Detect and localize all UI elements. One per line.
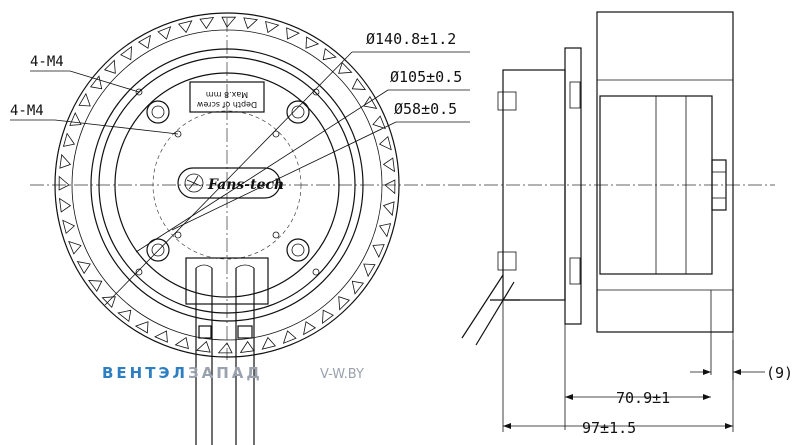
watermark-brand: ВЕНТЭЛЗАПАД: [102, 364, 263, 382]
watermark-brand-part1: ВЕНТЭЛ: [102, 364, 188, 382]
impeller-blade-mark: [87, 280, 103, 292]
fanstech-logo: Fans-tech: [177, 167, 284, 199]
flange-bolt-top: [569, 81, 581, 109]
hub-flange-inner-circle: [98, 56, 356, 314]
mounting-boss-bottom-left: [146, 238, 170, 262]
impeller-blade-mark: [282, 330, 297, 344]
impeller-blade-mark: [174, 336, 189, 350]
impeller-blade-mark: [117, 309, 132, 323]
impeller-blade-mark: [372, 115, 386, 130]
hole-label-leaders: [10, 70, 179, 135]
watermark: ВЕНТЭЛЗАПАД V-W.BY: [102, 364, 364, 382]
impeller-blade-mark: [322, 309, 334, 325]
mounting-boss-top-left: [146, 100, 170, 124]
cable-outlet: [185, 257, 269, 445]
impeller-blade-mark: [62, 219, 76, 235]
impeller-blade-mark: [195, 340, 211, 353]
cable-tie-right: [237, 325, 253, 339]
impeller-blade-mark: [103, 59, 116, 74]
impeller-blade-mark: [286, 27, 300, 40]
impeller-blade-mark: [137, 34, 151, 49]
impeller-blade-mark: [372, 244, 385, 258]
impeller-blade-mark: [351, 78, 367, 90]
impeller-blade-mark: [120, 45, 132, 61]
mounting-boss-bottom-right: [286, 238, 310, 262]
diameter-leaders: [104, 51, 470, 306]
impeller-blade-mark: [261, 336, 277, 350]
fan-logo-icon: [184, 173, 204, 193]
impeller-blade-mark: [338, 296, 351, 311]
label-holes-inner: 4-M4: [10, 103, 44, 119]
mounting-boss-top-right: [286, 100, 310, 124]
impeller-blade-mark: [76, 261, 91, 275]
impeller-blade-mark: [303, 321, 317, 336]
logo-text: Fans-tech: [207, 177, 284, 193]
cable-exit: [461, 274, 520, 346]
impeller-outer-ring: [54, 12, 400, 358]
dim-outer-diameter: Ø140.8±1.2: [366, 30, 456, 48]
side-dimensions: [502, 290, 765, 432]
impeller-blade-mark: [265, 20, 280, 34]
housing-clip-top: [497, 91, 517, 111]
dim-middle-diameter: Ø105±0.5: [390, 68, 462, 86]
motor-housing-circle: [114, 72, 340, 298]
impeller-blade-mark: [68, 240, 82, 255]
screw-depth-sticker: Depth of screw Max.8 mm: [189, 81, 265, 113]
sticker-line1: Depth of screw: [196, 100, 257, 109]
impeller-blade-mark: [338, 61, 353, 74]
impeller-blade-mark: [199, 16, 215, 30]
impeller-blade-mark: [351, 280, 365, 295]
flange-bolt-bottom: [569, 257, 581, 285]
bolt-pitch-circle: [152, 110, 302, 260]
impeller-blade-mark: [134, 321, 149, 334]
impeller-blade-mark: [69, 112, 82, 126]
impeller-blade-mark: [221, 16, 237, 28]
front-view: Depth of screw Max.8 mm Fans-tech 4-M4: [10, 12, 470, 445]
impeller-blade-ring: [71, 29, 383, 341]
impeller-blade-mark: [384, 179, 396, 195]
impeller-blade-mark: [58, 175, 70, 191]
label-holes-outer: 4-M4: [30, 54, 64, 70]
impeller-blade-mark: [363, 263, 376, 278]
watermark-site: V-W.BY: [320, 367, 364, 382]
side-view: (9) 70.9±1 97±1.5: [461, 11, 793, 437]
impeller-blade-mark: [62, 132, 76, 147]
impeller-blade-mark: [78, 92, 91, 107]
dim-total-length: 97±1.5: [582, 419, 636, 437]
housing-clip-bottom: [497, 251, 517, 271]
impeller-blade-mark: [363, 95, 378, 109]
impeller-body: [596, 11, 734, 333]
impeller-blade-mark: [157, 26, 172, 40]
impeller-blade-mark: [89, 75, 103, 90]
dim-motor-length: 70.9±1: [616, 389, 670, 407]
motor-shaft-cap: [711, 159, 727, 211]
impeller-blade-mark: [378, 223, 392, 238]
impeller-blade-mark: [217, 342, 233, 354]
cable-right: [235, 268, 255, 445]
impeller-blade-mark: [177, 20, 193, 34]
cable-tie-left: [198, 325, 212, 339]
impeller-blade-mark: [322, 47, 337, 61]
sticker-line2: Max.8 mm: [206, 90, 249, 99]
impeller-blade-mark: [382, 157, 396, 173]
impeller-blade-mark: [243, 17, 259, 30]
dim-inner-diameter: Ø58±0.5: [394, 100, 457, 118]
impeller-blade-mark: [59, 153, 72, 169]
impeller-blade-mark: [239, 340, 255, 354]
watermark-brand-part2: ЗАПАД: [188, 364, 263, 382]
hub-flange-circle: [90, 48, 364, 322]
impeller-blade-mark: [58, 197, 72, 213]
impeller-blade-mark: [378, 135, 392, 151]
impeller-blade-mark: [305, 36, 320, 49]
mounting-flange: [564, 47, 582, 325]
dim-offset: (9): [766, 364, 793, 382]
impeller-blade-mark: [154, 330, 168, 343]
cable-left: [195, 268, 213, 445]
impeller-blade-mark: [382, 201, 395, 217]
